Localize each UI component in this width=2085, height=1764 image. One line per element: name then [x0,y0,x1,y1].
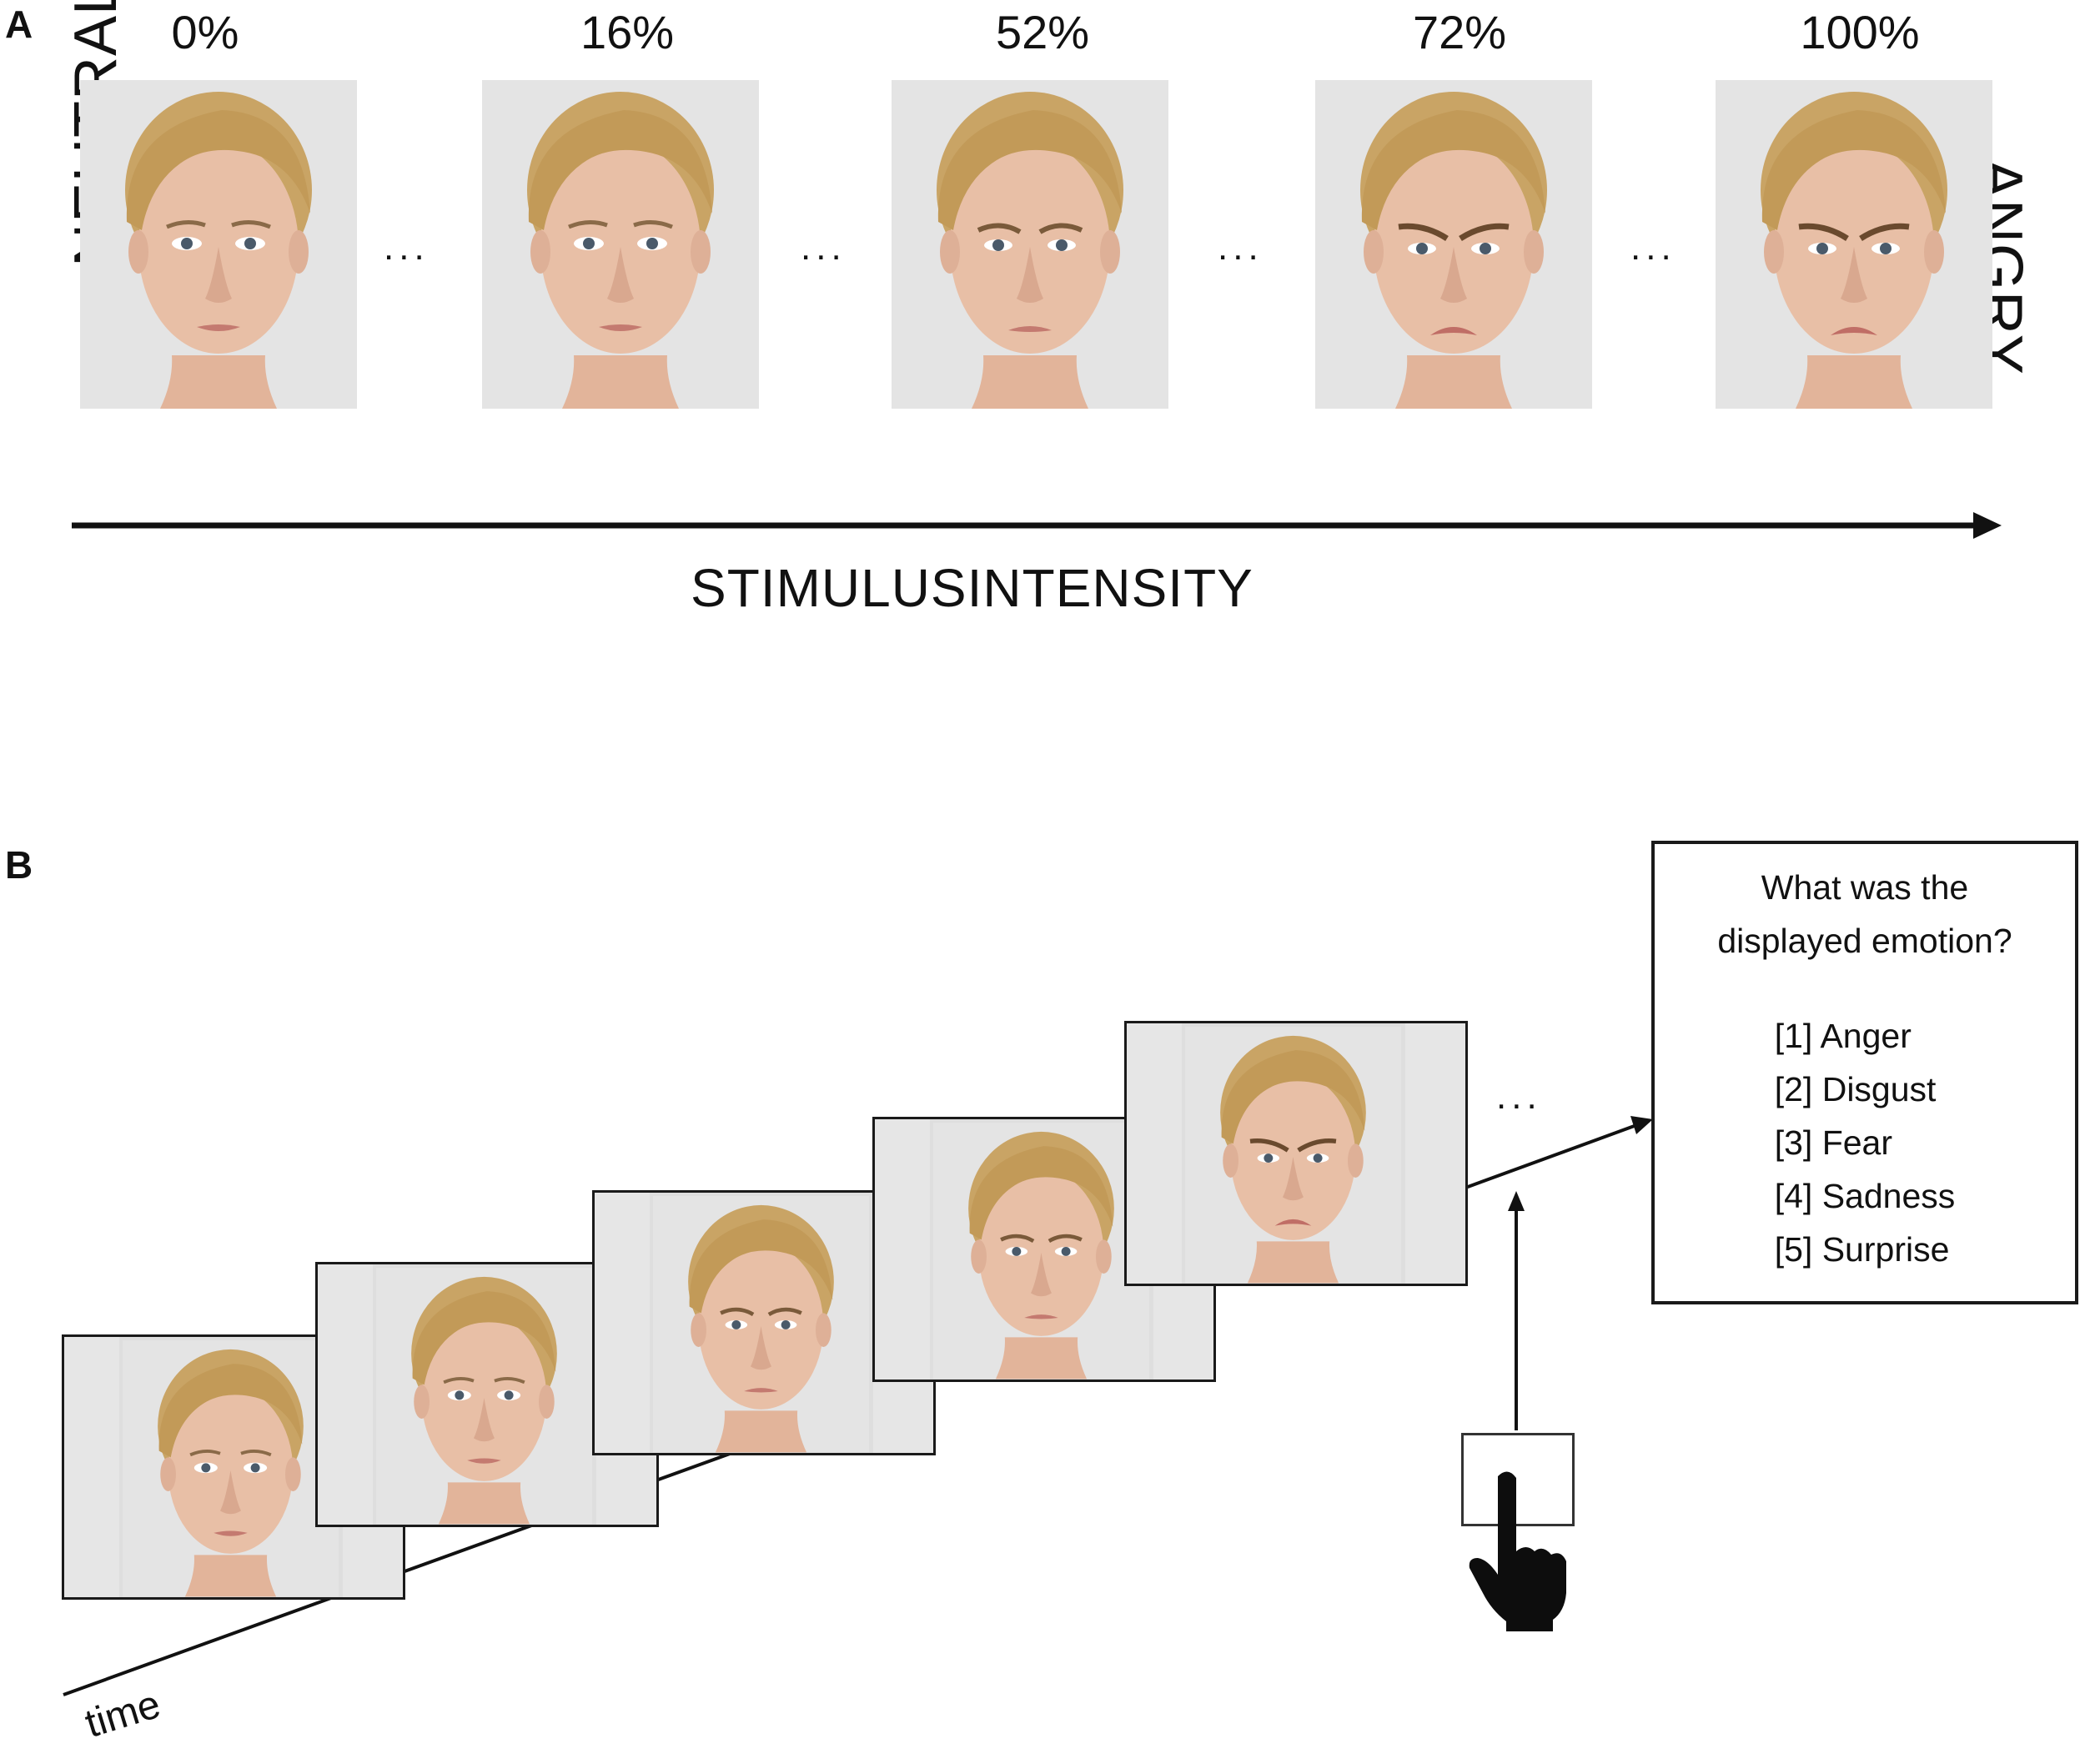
pointing-hand-icon [1469,1471,1566,1631]
trial-frame-5 [1124,1021,1468,1286]
option-disgust[interactable]: [2] Disgust [1774,1070,1937,1108]
percent-label-52: 52% [995,6,1090,58]
percent-label-0: 0% [171,6,239,58]
face-photo-100 [1716,80,1992,409]
option-surprise[interactable]: [5] Surprise [1774,1230,1950,1269]
panel-b-letter: B [5,843,33,887]
ellipsis-3: ... [1218,227,1264,268]
face-photo-16 [482,80,759,409]
face-photo-72 [1315,80,1592,409]
question-line-1: What was the [1761,868,1969,907]
ellipsis-4: ... [1630,227,1676,268]
ellipsis-panel-b: ... [1496,1076,1542,1117]
face-photo-0 [80,80,357,409]
intensity-arrow [72,512,2002,539]
ellipsis-2: ... [801,227,847,268]
option-anger[interactable]: [1] Anger [1774,1017,1912,1055]
ellipsis-1: ... [384,227,430,268]
response-key[interactable] [1461,1433,1575,1526]
percent-label-100: 100% [1800,6,1920,58]
panel-a-letter: A [5,3,33,46]
option-sadness[interactable]: [4] Sadness [1774,1177,1956,1215]
option-fear[interactable]: [3] Fear [1774,1123,1893,1162]
trial-frame-3 [592,1190,936,1455]
percent-label-16: 16% [580,6,675,58]
face-photo-52 [892,80,1168,409]
stimulus-intensity-label: STIMULUSINTENSITY [691,558,1254,618]
response-question-box: What was the displayed emotion? [1] Ange… [1651,841,2078,1304]
question-line-2: displayed emotion? [1717,922,2012,960]
percent-label-72: 72% [1412,6,1507,58]
response-options: [1] Anger [2] Disgust [3] Fear [4] Sadne… [1775,1009,1956,1276]
